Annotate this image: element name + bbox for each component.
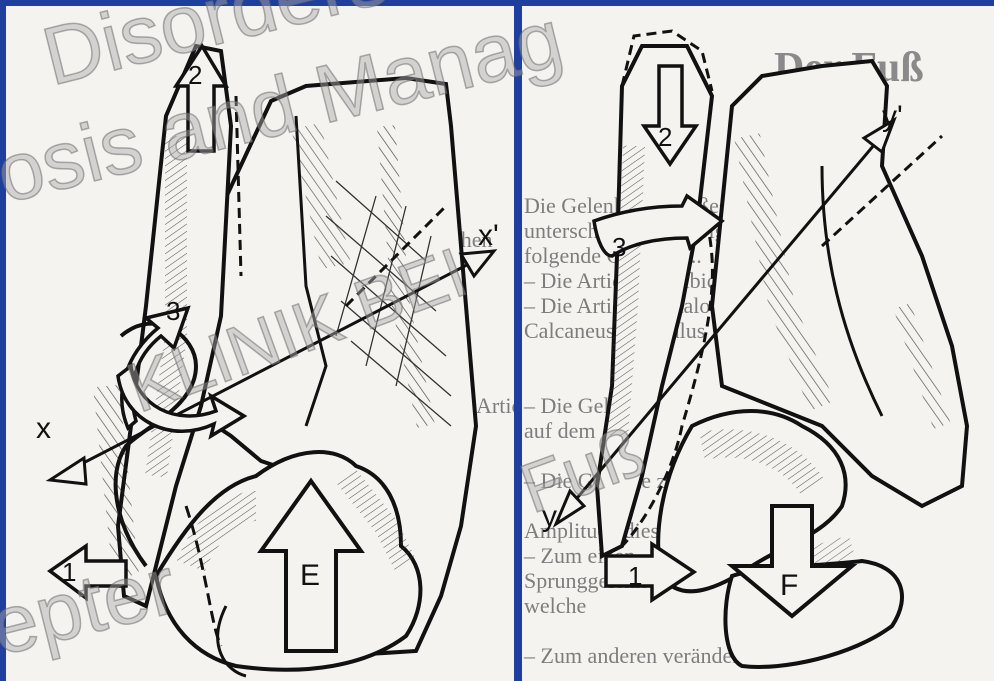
label-axis-y-prime: y' [882, 102, 903, 132]
label-axis-x: x [36, 414, 51, 444]
ankle-inversion-drawing [522, 6, 994, 681]
label-arrow-3: 3 [166, 298, 180, 324]
label-arrow-2: 2 [658, 124, 672, 150]
ankle-eversion-drawing [6, 6, 514, 681]
right-illustration-panel: Der Fuß Die Gelenke des Fußes unterschei… [522, 6, 994, 681]
label-movement-E: E [300, 561, 320, 591]
label-arrow-1: 1 [628, 563, 642, 589]
label-axis-y: y [542, 502, 557, 532]
label-axis-x-prime: x' [478, 221, 499, 251]
label-arrow-2: 2 [188, 62, 202, 88]
label-arrow-3: 3 [612, 234, 626, 260]
label-movement-F: F [780, 571, 798, 601]
label-arrow-1: 1 [62, 559, 76, 585]
left-illustration-panel: chen Articulationes [6, 6, 514, 681]
